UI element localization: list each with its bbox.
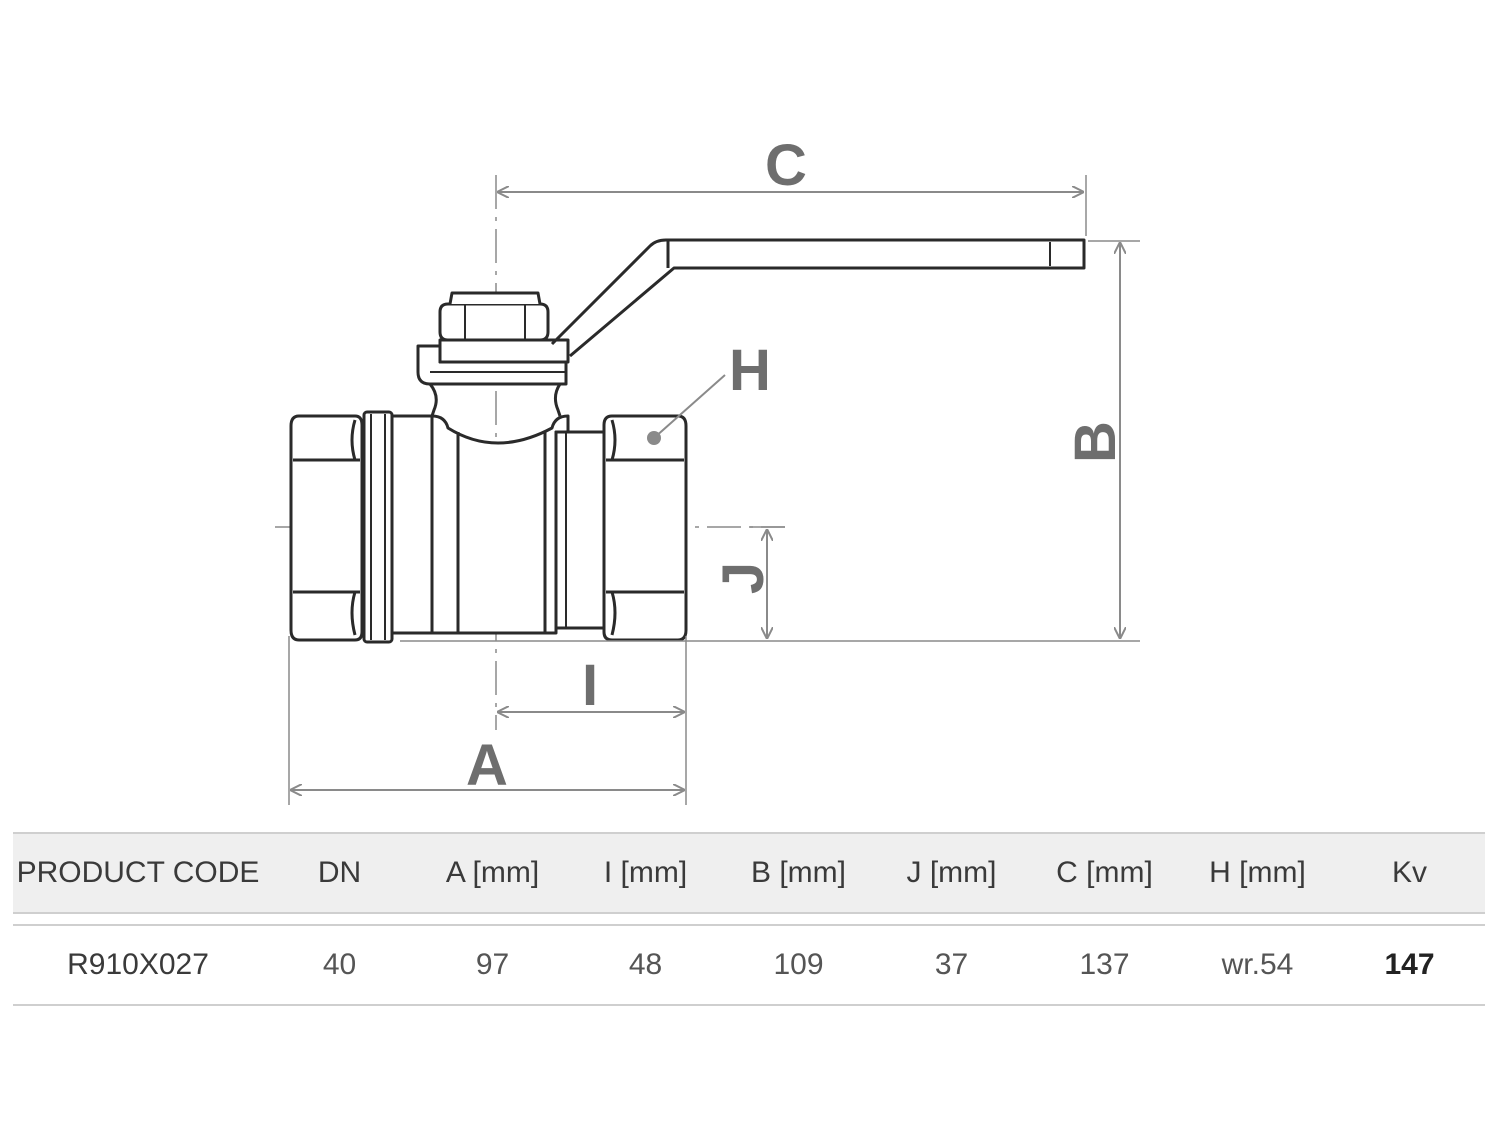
dim-j-label: J <box>711 562 776 594</box>
cell-product-code: R910X027 <box>13 925 263 1006</box>
dim-i-label: I <box>582 653 598 718</box>
valve-body <box>289 238 1086 644</box>
header-h: H [mm] <box>1181 832 1334 914</box>
header-product-code: PRODUCT CODE <box>13 832 263 914</box>
dimension-lines <box>291 192 1120 790</box>
dim-b-label: B <box>1063 421 1128 463</box>
table-row: R910X027 40 97 48 109 37 137 wr.54 147 <box>13 925 1485 1006</box>
cell-b: 109 <box>722 925 875 1006</box>
header-j: J [mm] <box>875 832 1028 914</box>
header-dn: DN <box>263 832 416 914</box>
table-header-row: PRODUCT CODE DN A [mm] I [mm] B [mm] J [… <box>13 832 1485 914</box>
header-b: B [mm] <box>722 832 875 914</box>
cell-a: 97 <box>416 925 569 1006</box>
ball-valve-drawing: C H B J I A <box>275 133 1140 805</box>
cell-c: 137 <box>1028 925 1181 1006</box>
cell-dn: 40 <box>263 925 416 1006</box>
h-leader <box>647 374 726 445</box>
header-a: A [mm] <box>416 832 569 914</box>
header-kv: Kv <box>1334 832 1485 914</box>
extension-lines <box>288 175 1140 805</box>
cell-kv: 147 <box>1334 925 1485 1006</box>
table-spacer-row <box>13 913 1485 926</box>
header-i: I [mm] <box>569 832 722 914</box>
dim-c-label: C <box>765 133 807 198</box>
specification-table: PRODUCT CODE DN A [mm] I [mm] B [mm] J [… <box>13 832 1485 1006</box>
cell-j: 37 <box>875 925 1028 1006</box>
dim-a-label: A <box>466 733 508 798</box>
cell-h: wr.54 <box>1181 925 1334 1006</box>
dim-h-label: H <box>729 338 771 403</box>
header-c: C [mm] <box>1028 832 1181 914</box>
cell-i: 48 <box>569 925 722 1006</box>
